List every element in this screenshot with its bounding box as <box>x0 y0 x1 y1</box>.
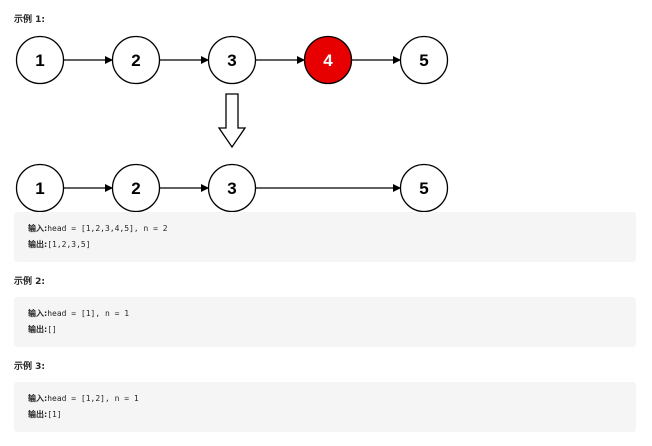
bottom-node-1-label: 1 <box>35 179 44 198</box>
top-node-1: 1 <box>15 35 65 85</box>
top-node-5: 5 <box>399 35 449 85</box>
example-3-output-line: 输出:[1] <box>28 410 62 420</box>
top-node-1-label: 1 <box>35 51 44 70</box>
example-3-code-block: 输入:head = [1,2], n = 1 输出:[1] <box>14 382 636 432</box>
output-label: 输出: <box>28 325 48 334</box>
top-node-4-label: 4 <box>323 51 333 70</box>
output-label: 输出: <box>28 410 48 419</box>
output-label: 输出: <box>28 240 48 249</box>
top-node-2: 2 <box>111 35 161 85</box>
example-2-code-block: 输入:head = [1], n = 1 输出:[] <box>14 297 636 347</box>
input-value: head = [1,2], n = 1 <box>47 394 139 403</box>
input-label: 输入: <box>28 224 48 233</box>
example-1-input-line: 输入:head = [1,2,3,4,5], n = 2 <box>28 224 168 234</box>
bottom-node-3-label: 3 <box>227 179 236 198</box>
bottom-node-5-label: 5 <box>419 179 428 198</box>
output-value: [1,2,3,5] <box>47 240 91 249</box>
bottom-node-2-label: 2 <box>131 179 140 198</box>
transform-down-arrow-icon <box>217 93 247 149</box>
bottom-node-3: 3 <box>207 163 257 213</box>
input-label: 输入: <box>28 309 48 318</box>
output-value: [] <box>47 325 57 334</box>
example-2-output-line: 输出:[] <box>28 325 57 335</box>
input-value: head = [1], n = 1 <box>47 309 130 318</box>
top-node-2-label: 2 <box>131 51 140 70</box>
input-value: head = [1,2,3,4,5], n = 2 <box>47 224 168 233</box>
example-1-output-line: 输出:[1,2,3,5] <box>28 240 91 250</box>
example-2-heading: 示例 2: <box>14 277 45 287</box>
output-value: [1] <box>47 410 62 419</box>
top-node-4-highlighted: 4 <box>303 35 353 85</box>
bottom-node-1: 1 <box>15 163 65 213</box>
input-label: 输入: <box>28 394 48 403</box>
top-node-3-label: 3 <box>227 51 236 70</box>
bottom-node-2: 2 <box>111 163 161 213</box>
bottom-node-5: 5 <box>399 163 449 213</box>
linked-list-diagram: 1 2 3 4 5 1 2 3 5 <box>15 35 449 213</box>
top-node-5-label: 5 <box>419 51 428 70</box>
example-3-input-line: 输入:head = [1,2], n = 1 <box>28 394 139 404</box>
example-1-code-block: 输入:head = [1,2,3,4,5], n = 2 输出:[1,2,3,5… <box>14 212 636 262</box>
top-node-3: 3 <box>207 35 257 85</box>
example-3-heading: 示例 3: <box>14 362 45 372</box>
example-1-heading: 示例 1: <box>14 15 45 25</box>
example-2-input-line: 输入:head = [1], n = 1 <box>28 309 129 319</box>
